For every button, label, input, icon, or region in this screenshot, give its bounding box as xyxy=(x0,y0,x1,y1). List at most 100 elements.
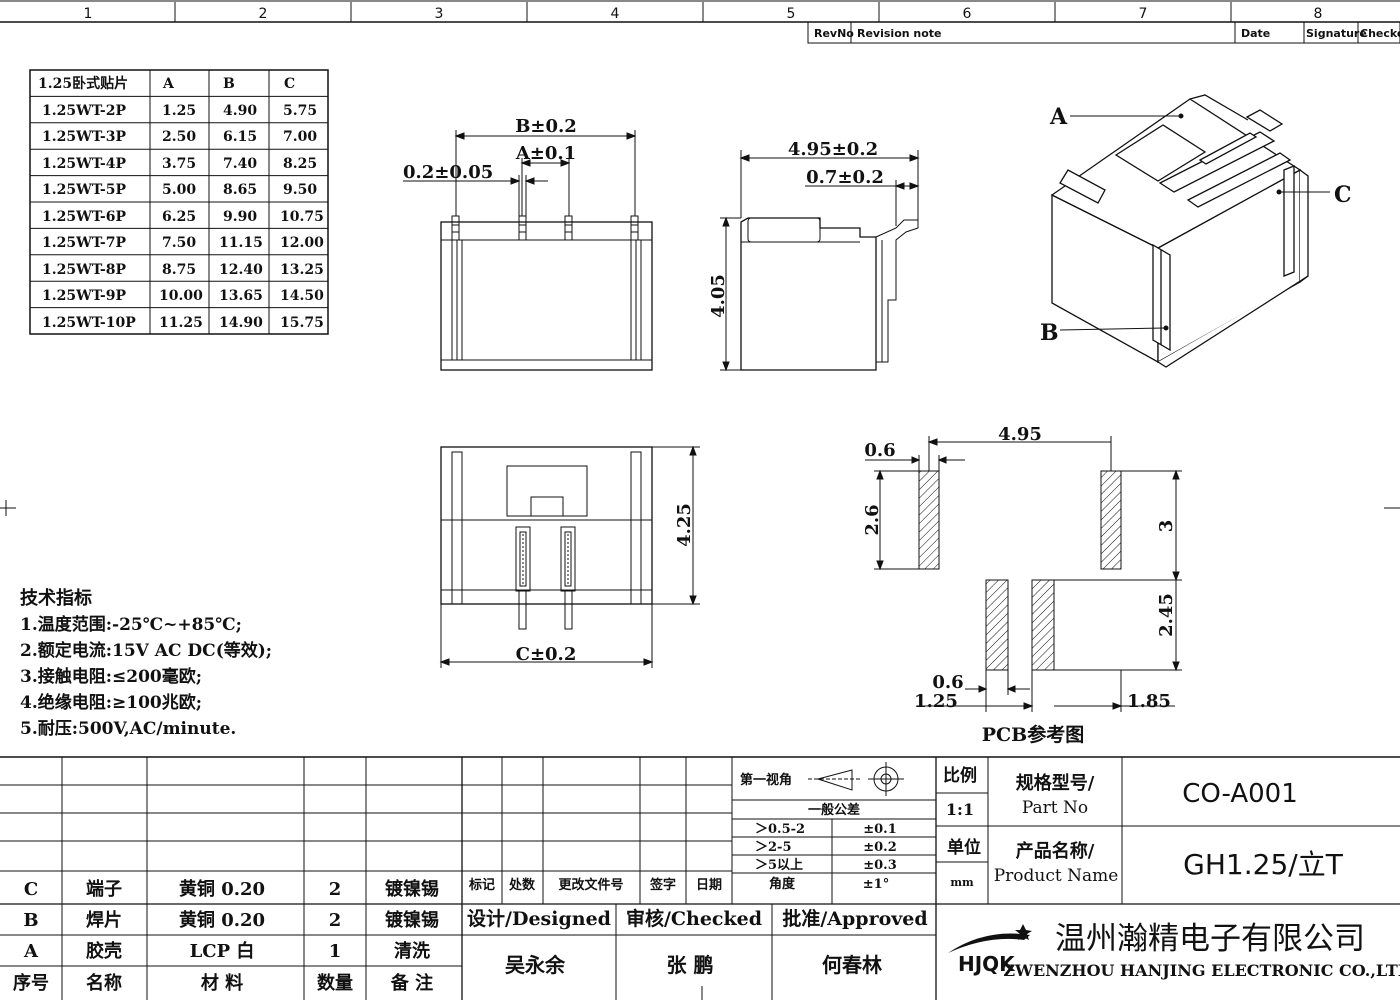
bottom-view xyxy=(439,445,700,668)
table-cell: 2.50 xyxy=(162,129,196,145)
rev-no-header: RevNo xyxy=(814,27,854,40)
table-cell: 6.25 xyxy=(162,209,196,225)
table-cell: 4.90 xyxy=(223,103,257,119)
table-cell: 1.25WT-3P xyxy=(42,129,126,145)
column-number: 6 xyxy=(963,6,972,22)
dim-height-label: 4.05 xyxy=(708,274,729,318)
bom-header: 材 料 xyxy=(201,972,243,994)
table-header: B xyxy=(223,76,235,92)
part-no-label-en: Part No xyxy=(1022,798,1088,818)
table-cell: 1.25 xyxy=(162,103,196,119)
pcb-dimensions xyxy=(865,436,1182,712)
tolerance-range: 角度 xyxy=(769,876,796,892)
table-header: A xyxy=(162,76,175,92)
bom-cell: 胶壳 xyxy=(86,940,122,962)
company-logo: HJQK xyxy=(948,924,1032,976)
table-cell: 14.50 xyxy=(280,288,324,304)
column-number: 4 xyxy=(611,6,620,22)
pcb-dim-06-bot: 0.6 xyxy=(932,672,963,693)
company-name-en: ZWENZHOU HANJING ELECTRONIC CO.,LTD. xyxy=(1003,961,1400,980)
part-no-label-cn: 规格型号/ xyxy=(1016,772,1095,794)
tolerance-value: ±0.1 xyxy=(863,822,897,837)
projection-label: 第一视角 xyxy=(740,772,792,788)
bom-header: 数量 xyxy=(317,972,353,994)
table-cell: 1.25WT-10P xyxy=(42,315,136,331)
dim-c-label: C±0.2 xyxy=(516,644,577,665)
bom-cell: 1 xyxy=(329,941,342,962)
tolerance-value: ±1° xyxy=(863,877,889,892)
pcb-dim-3: 3 xyxy=(1156,520,1177,533)
spec-line: 3.接触电阻:≤200毫欧; xyxy=(20,666,202,687)
table-cell: 11.25 xyxy=(159,315,203,331)
pcb-dim-06-top: 0.6 xyxy=(864,440,895,461)
product-name-value: GH1.25/立T xyxy=(1183,848,1344,881)
change-headers: 标记 处数 更改文件号 签字 日期 xyxy=(468,877,722,893)
revision-note-header: Revision note xyxy=(857,27,942,40)
checked-header: Checked xyxy=(1360,27,1400,40)
title-block-grid xyxy=(936,757,1400,904)
table-cell: 5.75 xyxy=(283,103,317,119)
column-number: 2 xyxy=(259,6,268,22)
variant-table: 1.25卧式贴片 A B C 1.25WT-2P 1.25 4.90 5.75 … xyxy=(29,69,329,335)
bom-cell: LCP 白 xyxy=(190,940,255,962)
table-cell: 12.00 xyxy=(280,235,324,251)
spec-line: 5.耐压:500V,AC/minute. xyxy=(20,718,236,739)
specs-title: 技术指标 xyxy=(20,587,92,609)
change-header: 处数 xyxy=(508,877,536,893)
table-cell: 3.75 xyxy=(162,156,196,172)
table-cell: 13.25 xyxy=(280,262,324,278)
iso-view xyxy=(1050,94,1309,368)
bom-cell: 2 xyxy=(329,879,342,900)
table-cell: 1.25WT-9P xyxy=(42,288,126,304)
bom-cell: A xyxy=(23,941,39,962)
date-header: Date xyxy=(1241,27,1270,40)
dim-h-label: 4.25 xyxy=(674,503,695,547)
table-cell: 1.25WT-5P xyxy=(42,182,126,198)
iso-label-c: C xyxy=(1334,182,1352,208)
spec-line: 2.额定电流:15V AC DC(等效); xyxy=(20,640,272,661)
bom-cell: 焊片 xyxy=(86,909,122,931)
star-icon xyxy=(1015,924,1032,940)
table-cell: 12.40 xyxy=(219,262,263,278)
bom-grid xyxy=(0,756,1400,1000)
table-cell: 1.25WT-2P xyxy=(42,103,126,119)
bom-header: 备 注 xyxy=(390,972,433,994)
column-number: 3 xyxy=(435,6,444,22)
tolerance-value: ±0.3 xyxy=(863,858,897,873)
table-header: 1.25卧式贴片 xyxy=(38,75,128,92)
table-cell: 6.15 xyxy=(223,129,257,145)
pcb-title: PCB参考图 xyxy=(982,723,1084,746)
unit-value: mm xyxy=(950,876,974,889)
change-header: 标记 xyxy=(468,877,495,893)
table-cell: 10.75 xyxy=(280,209,324,225)
table-cell: 1.25WT-8P xyxy=(42,262,126,278)
bom-cell: 端子 xyxy=(86,879,122,900)
column-number: 5 xyxy=(787,6,796,22)
table-cell: 15.75 xyxy=(280,315,324,331)
dim-a-label: A±0.1 xyxy=(515,143,576,164)
part-no-value: CO-A001 xyxy=(1182,779,1298,809)
projection-tolerance xyxy=(732,762,936,904)
change-header: 更改文件号 xyxy=(558,877,623,893)
iso-label-a: A xyxy=(1049,104,1068,130)
bom-cell: 黄铜 0.20 xyxy=(179,909,265,931)
bom-cell: 镀镍锡 xyxy=(385,909,439,931)
bom-header: 序号 xyxy=(13,972,49,994)
tech-specs: 技术指标 1.温度范围:-25℃~+85℃; 2.额定电流:15V AC DC(… xyxy=(20,587,272,739)
table-cell: 10.00 xyxy=(159,288,203,304)
column-number: 7 xyxy=(1139,6,1148,22)
tolerance-value: ±0.2 xyxy=(863,840,897,855)
table-cell: 13.65 xyxy=(219,288,263,304)
pcb-footprint xyxy=(918,470,1122,671)
bom-cell: 镀镍锡 xyxy=(385,878,439,900)
bom-cell: 黄铜 0.20 xyxy=(179,878,265,900)
table-cell: 8.25 xyxy=(283,156,317,172)
projection-cone-icon xyxy=(816,769,853,791)
pcb-dim-185: 1.85 xyxy=(1127,691,1171,712)
pcb-dim-245: 2.45 xyxy=(1156,593,1177,637)
iso-label-b: B xyxy=(1040,320,1059,346)
signature-header: Signature xyxy=(1306,27,1367,40)
table-cell: 9.50 xyxy=(283,182,317,198)
tolerance-title: 一般公差 xyxy=(808,802,860,818)
